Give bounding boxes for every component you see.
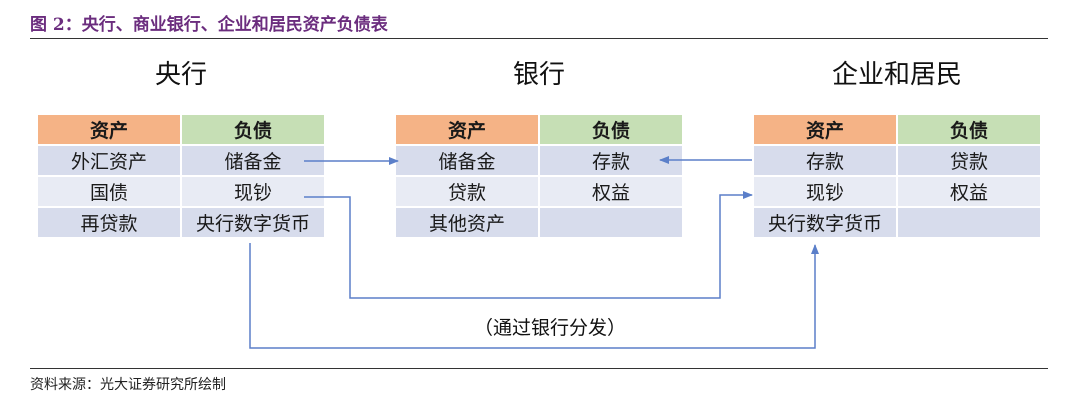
asset-cell: 储备金	[396, 146, 538, 175]
table-row: 存款 贷款	[754, 146, 1040, 175]
table-row: 储备金 存款	[396, 146, 682, 175]
liability-cell: 权益	[898, 177, 1040, 206]
source-note: 资料来源：光大证券研究所绘制	[30, 377, 226, 393]
bottom-rule	[30, 368, 1048, 369]
flow-label: （通过银行分发）	[474, 317, 627, 339]
liability-cell	[898, 208, 1040, 237]
top-rule	[30, 38, 1048, 39]
liability-cell: 现钞	[182, 177, 324, 206]
liability-cell: 权益	[540, 177, 682, 206]
asset-cell: 贷款	[396, 177, 538, 206]
cash-arrow	[304, 191, 753, 299]
table-row: 贷款 权益	[396, 177, 682, 206]
cbdc-arrow	[249, 243, 819, 349]
asset-cell: 存款	[754, 146, 896, 175]
bank-title: 银行	[512, 60, 565, 90]
liability-cell: 存款	[540, 146, 682, 175]
liability-cell: 贷款	[898, 146, 1040, 175]
table-row: 现钞 权益	[754, 177, 1040, 206]
asset-cell: 其他资产	[396, 208, 538, 237]
table-row: 国债 现钞	[38, 177, 324, 206]
liability-cell: 储备金	[182, 146, 324, 175]
table-row: 外汇资产 储备金	[38, 146, 324, 175]
central-bank-balance-sheet: 资产 负债 外汇资产 储备金 国债 现钞 再贷款 央行数字货币	[36, 113, 326, 239]
asset-cell: 再贷款	[38, 208, 180, 237]
liability-header: 负债	[540, 115, 682, 144]
figure-title: 图 2：央行、商业银行、企业和居民资产负债表	[30, 15, 388, 35]
central-bank-title: 央行	[154, 60, 207, 90]
asset-cell: 现钞	[754, 177, 896, 206]
liability-header: 负债	[182, 115, 324, 144]
household-balance-sheet: 资产 负债 存款 贷款 现钞 权益 央行数字货币	[752, 113, 1042, 239]
asset-cell: 外汇资产	[38, 146, 180, 175]
liability-cell	[540, 208, 682, 237]
household-title: 企业和居民	[831, 60, 962, 90]
liability-header: 负债	[898, 115, 1040, 144]
asset-header: 资产	[754, 115, 896, 144]
asset-header: 资产	[38, 115, 180, 144]
asset-cell: 央行数字货币	[754, 208, 896, 237]
bank-balance-sheet: 资产 负债 储备金 存款 贷款 权益 其他资产	[394, 113, 684, 239]
liability-cell: 央行数字货币	[182, 208, 324, 237]
table-row: 其他资产	[396, 208, 682, 237]
asset-cell: 国债	[38, 177, 180, 206]
table-row: 央行数字货币	[754, 208, 1040, 237]
asset-header: 资产	[396, 115, 538, 144]
table-row: 再贷款 央行数字货币	[38, 208, 324, 237]
